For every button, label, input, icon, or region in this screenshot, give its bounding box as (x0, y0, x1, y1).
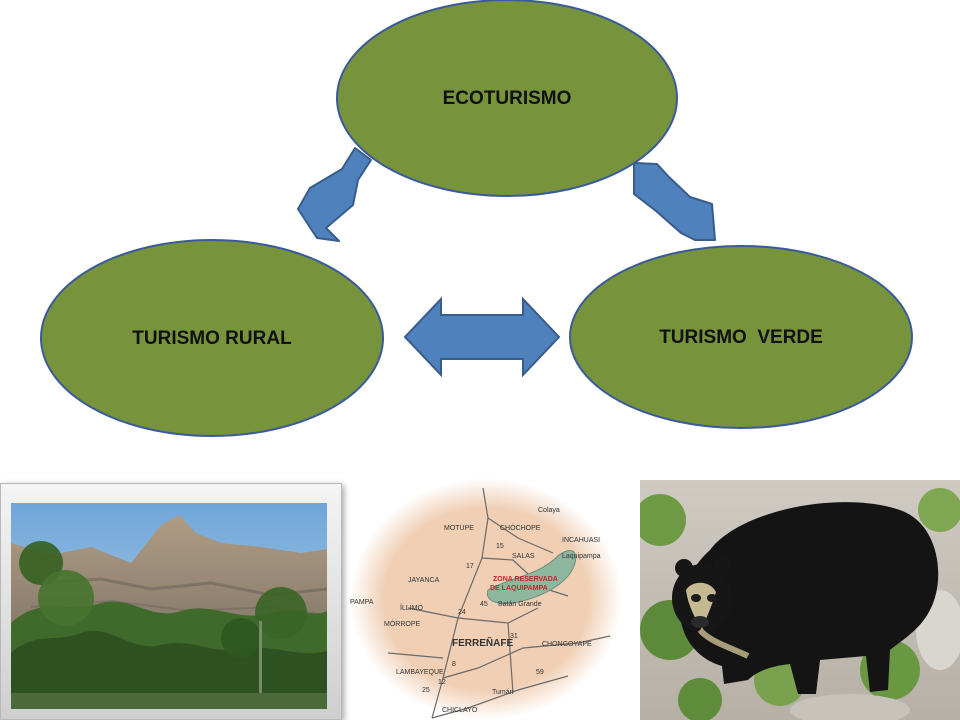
arrows (297, 147, 716, 378)
node-ecoturismo-label: ECOTURISMO (443, 88, 572, 109)
map-road-0: 15 (496, 543, 504, 550)
node-turismo-verde-label: TURISMO VERDE (659, 327, 823, 348)
bear-image (640, 480, 960, 720)
mountain-landscape-photo (0, 483, 342, 720)
node-turismo-rural: TURISMO RURAL (40, 239, 384, 437)
double-arrow-rural-verde (403, 296, 561, 378)
map-place-15: LAMBAYEQUE (396, 669, 444, 676)
map-place-0: MOTUPE (444, 525, 474, 532)
map-place-5: Laquipampa (562, 553, 601, 560)
map-place-6: JAYANCA (408, 577, 440, 584)
map-place-4: SALAS (512, 553, 535, 560)
map-road-6: 25 (422, 687, 430, 694)
double-arrow-ecoturismo-rural (297, 147, 372, 242)
map-image: ZONA RESERVADA DE LAQUIPAMPA MOTUPE CHÓC… (350, 478, 622, 720)
map-place-12: Tumán (492, 689, 514, 696)
map-place-14: PAMPA (350, 599, 374, 606)
node-turismo-rural-label: TURISMO RURAL (132, 328, 292, 349)
spectacled-bear-photo (640, 480, 960, 720)
map-place-9: MÓRROPE (384, 619, 421, 628)
double-arrow-ecoturismo-verde (633, 162, 716, 241)
map-road-3: 24 (458, 609, 466, 616)
node-ecoturismo: ECOTURISMO (336, 0, 678, 197)
map-place-11: CHONGOYAPE (542, 641, 592, 648)
node-turismo-verde: TURISMO VERDE (569, 245, 913, 429)
map-place-1: CHÓCHOPE (500, 523, 541, 532)
map-zone-label-2: DE LAQUIPAMPA (490, 585, 548, 592)
map-place-10: FERREÑAFE (452, 636, 513, 649)
laquipampa-map: ZONA RESERVADA DE LAQUIPAMPA MOTUPE CHÓC… (348, 478, 624, 720)
map-road-2: 45 (480, 601, 488, 608)
map-place-8: Batán Grande (498, 601, 542, 608)
mountain-landscape-image (11, 503, 327, 709)
tourism-relationship-diagram: ECOTURISMO TURISMO RURAL TURISMO VERDE (40, 0, 913, 437)
map-place-3: INCAHUASI (562, 537, 600, 544)
map-road-1: 17 (466, 563, 474, 570)
map-place-7: ÍLLIMO (400, 603, 424, 612)
map-road-7: 12 (438, 679, 446, 686)
map-place-13: CHICLAYO (442, 707, 478, 714)
map-place-2: Colaya (538, 507, 560, 514)
map-road-8: 8 (452, 661, 456, 668)
map-zone-label-1: ZONA RESERVADA (493, 576, 558, 583)
map-road-4: 31 (510, 633, 518, 640)
map-road-5: 59 (536, 669, 544, 676)
